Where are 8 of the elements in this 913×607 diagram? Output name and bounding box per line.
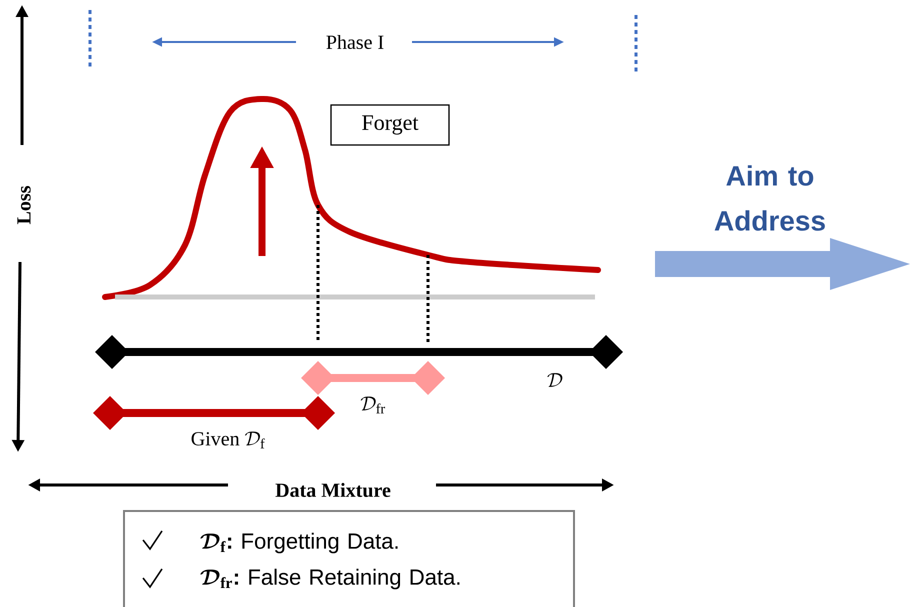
set-label: $\text{Given }\mathcal{D}_{\mathrm{f}}$ (192, 432, 265, 448)
set-label: $\mathcal{D}_{\mathrm{fr}}$ (360, 396, 386, 414)
set-label: $\mathcal{D}$ (547, 373, 562, 387)
text-box: Forget (330, 104, 450, 146)
phase-label: Phase I (326, 34, 384, 50)
legend-box: $\boldsymbol{\mathcal{D}}_{\mathbf{f}}\text{\sffamily\bfseries :}\text{\sffamily\ Forgetting Data.}$ $\boldsymbol{\mathcal{D}}_{\mathbf{fr}}\text{\sffamily\bfseries :}\text{\sffamily\ False Retaining Data.}$ (123, 510, 575, 607)
arrow-label: Aim to Address (714, 165, 825, 231)
axis-label: Loss (17, 186, 31, 224)
